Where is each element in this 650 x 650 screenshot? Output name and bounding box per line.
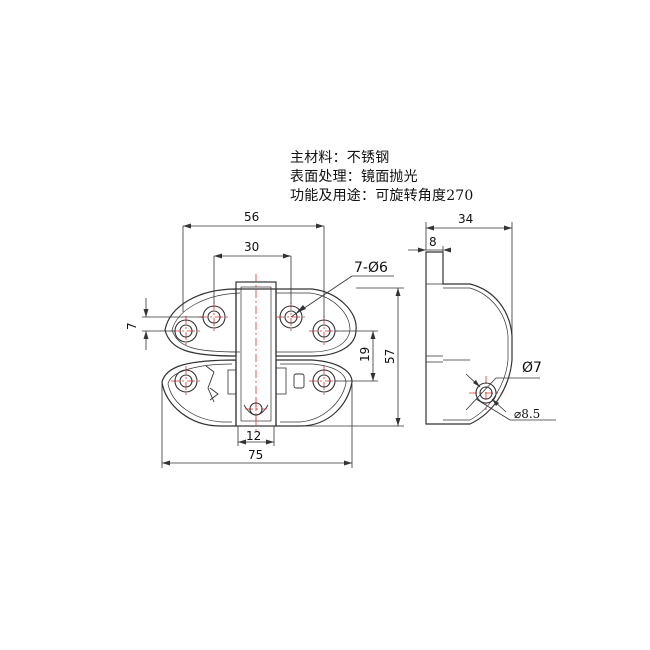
dim-8-label: 8 <box>429 235 437 249</box>
dim-19 <box>335 330 378 382</box>
dim-12-label: 12 <box>246 429 261 443</box>
dim-pin-leaders <box>465 373 556 421</box>
centerlines <box>171 274 339 432</box>
dim-8 <box>408 246 451 253</box>
dim-57-label: 57 <box>383 349 397 364</box>
side-view-outline <box>425 251 513 425</box>
side-view-pin <box>469 376 503 410</box>
dim-56 <box>182 223 325 318</box>
dim-34 <box>425 222 513 336</box>
pin-diameter-label: Ø7 <box>522 360 542 376</box>
surface-finish-spec: 表面处理：镜面抛光 <box>290 169 418 185</box>
dim-7 <box>142 298 203 350</box>
dim-34-label: 34 <box>458 212 473 226</box>
dim-75-label: 75 <box>248 448 263 462</box>
dim-30 <box>213 253 292 304</box>
top-leaf-outline <box>164 288 357 357</box>
dim-30-label: 30 <box>244 240 259 254</box>
dim-12 <box>237 426 275 446</box>
dim-7-label: 7 <box>125 322 139 330</box>
dim-7-phi6-leader <box>290 275 394 318</box>
counterbore-diameter-label: ⌀8.5 <box>514 407 540 421</box>
hole-callout-label: 7-Ø6 <box>354 260 388 276</box>
dim-56-label: 56 <box>244 210 259 224</box>
material-spec: 主材料：不锈钢 <box>290 150 390 166</box>
dim-75 <box>161 384 353 468</box>
dim-19-label: 19 <box>358 347 372 362</box>
hinge-knuckle <box>205 281 305 427</box>
bottom-leaf-outline <box>161 359 353 427</box>
function-spec: 功能及用途：可旋转角度270 <box>290 188 474 204</box>
